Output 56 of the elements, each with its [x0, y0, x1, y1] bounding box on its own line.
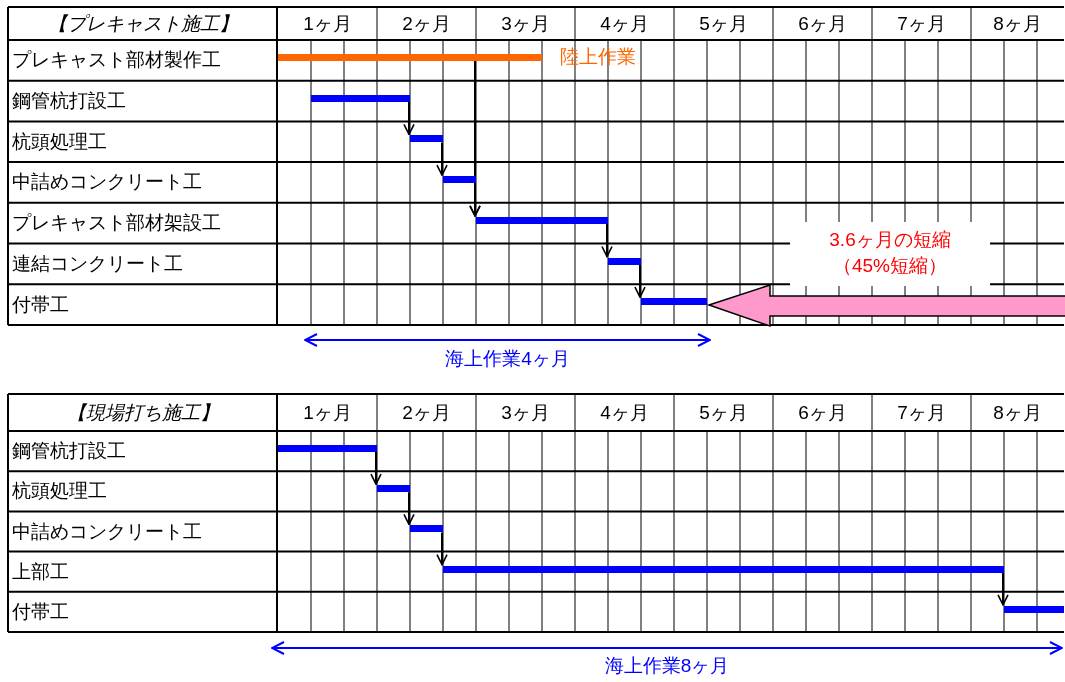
task-name: 鋼管杭打設工 — [12, 91, 126, 111]
month-heading: 4ヶ月 — [599, 13, 650, 33]
task-bar — [377, 485, 410, 493]
task-bar — [476, 216, 608, 224]
month-heading: 1ヶ月 — [302, 13, 353, 33]
arrow — [997, 571, 1009, 606]
task-name: 付帯工 — [12, 294, 69, 314]
task-bar — [641, 298, 707, 306]
arrow — [601, 222, 613, 258]
month-heading: 6ヶ月 — [797, 13, 848, 33]
arrow — [403, 491, 415, 526]
task-name: プレキャスト部材架設工 — [12, 213, 221, 233]
month-heading: 5ヶ月 — [698, 402, 749, 422]
arrow — [469, 182, 481, 217]
month-heading: 2ヶ月 — [401, 402, 452, 422]
month-heading: 3ヶ月 — [500, 13, 551, 33]
month-heading: 4ヶ月 — [599, 402, 650, 422]
task-name: 上部工 — [12, 561, 69, 581]
task-name: 鋼管杭打設工 — [12, 441, 126, 461]
table-heading: 【プレキャスト施工】 — [46, 13, 239, 33]
month-heading: 2ヶ月 — [401, 13, 452, 33]
task-name: 連結コンクリート工 — [12, 253, 183, 273]
task-name: プレキャスト部材製作工 — [12, 50, 221, 70]
task-name: 中詰めコンクリート工 — [12, 521, 202, 541]
task-name: 付帯工 — [12, 601, 69, 621]
task-bar — [443, 176, 476, 184]
task-bar — [443, 565, 1004, 573]
task-name: 杭頭処理工 — [12, 131, 107, 151]
task-bar — [410, 525, 443, 533]
arrow — [634, 263, 646, 299]
task-bar — [311, 94, 410, 102]
month-heading: 8ヶ月 — [992, 402, 1043, 422]
task-name: 杭頭処理工 — [12, 481, 107, 501]
month-heading: 6ヶ月 — [797, 402, 848, 422]
month-heading: 8ヶ月 — [992, 13, 1043, 33]
reduction-label: 3.6ヶ月の短縮 — [790, 222, 990, 254]
month-heading: 3ヶ月 — [500, 402, 551, 422]
month-heading: 7ヶ月 — [896, 13, 947, 33]
task-name: 中詰めコンクリート工 — [12, 172, 202, 192]
arrow — [403, 100, 415, 136]
task-note: 陸上作業 — [560, 47, 636, 66]
task-bar — [278, 445, 377, 452]
task-bar — [410, 135, 443, 143]
task-bar — [1004, 605, 1064, 613]
arrow — [370, 451, 382, 486]
month-heading: 5ヶ月 — [698, 13, 749, 33]
reduction-label: （45%短縮） — [790, 254, 990, 286]
table-heading: 【現場打ち施工】 — [65, 402, 220, 422]
month-heading: 7ヶ月 — [896, 402, 947, 422]
arrow — [436, 141, 448, 177]
dimension-label: 海上作業8ヶ月 — [603, 656, 731, 675]
month-heading: 1ヶ月 — [302, 402, 353, 422]
dimension-label: 海上作業4ヶ月 — [444, 349, 571, 368]
task-bar — [608, 257, 641, 265]
arrow — [436, 531, 448, 566]
task-bar — [278, 54, 542, 61]
